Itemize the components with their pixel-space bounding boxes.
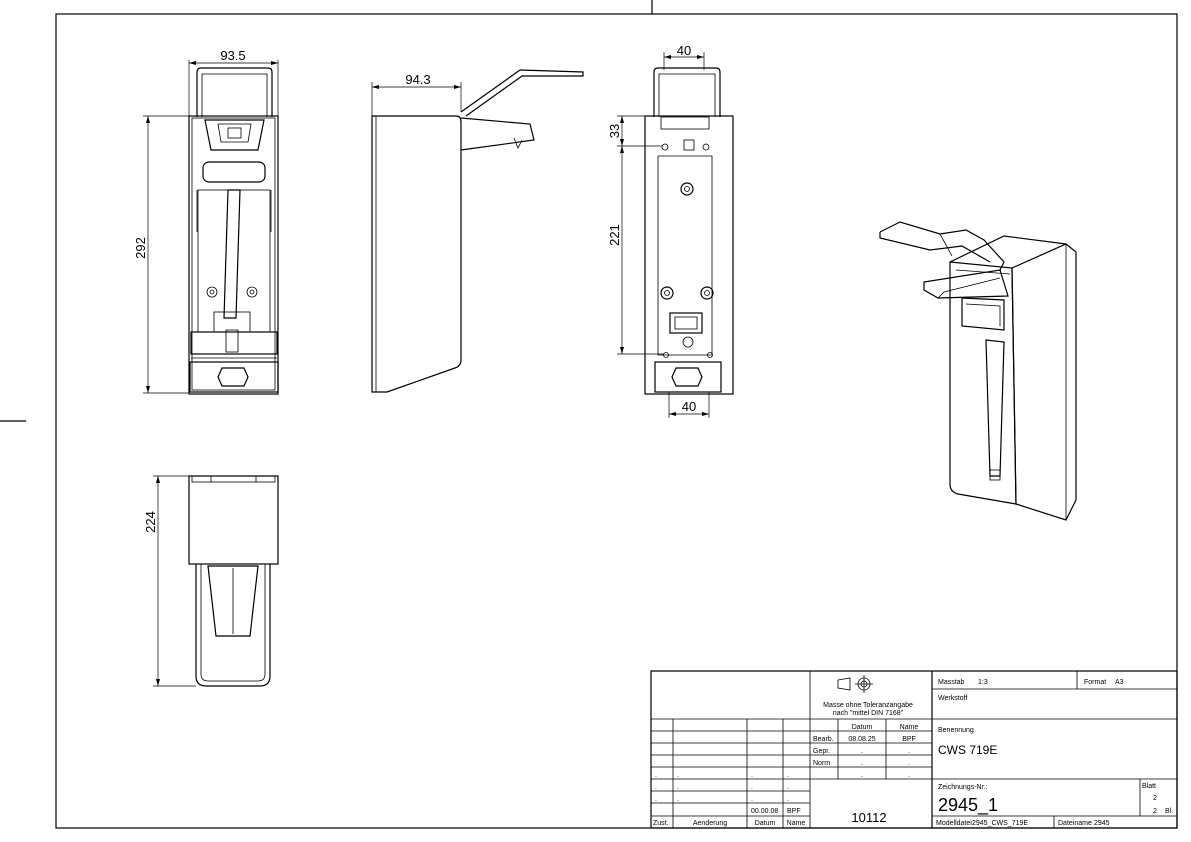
row-label-gepr: Gepr.: [813, 748, 830, 755]
isometric-view: [879, 221, 1077, 521]
rev-row-3-name: .: [787, 796, 789, 803]
werkstoff-label: Werkstoff: [938, 695, 967, 702]
back-offset-label: 33: [607, 124, 622, 138]
bottom-view: [188, 475, 279, 687]
bottom-depth-dimension: 224: [143, 475, 196, 687]
rev-row-2-name: .: [787, 784, 789, 791]
rev-date: 00.00.08: [751, 808, 778, 815]
front-view: [188, 67, 279, 395]
benennung-value: CWS 719E: [938, 743, 997, 757]
dateiname-label: Dateiname: [1058, 820, 1092, 827]
massstab-value: 1:3: [978, 679, 988, 686]
rev-row-3-zust: .: [655, 796, 657, 803]
back-top-width-dimension: 40: [663, 43, 705, 70]
zeichnungs-label: Zeichnungs-Nr.:: [938, 784, 987, 791]
rev-row-1-zust: .: [655, 772, 657, 779]
format-value: A3: [1115, 679, 1124, 686]
modelldatei-value: 2945_CWS_719E: [972, 820, 1028, 827]
norm-name: .: [908, 760, 910, 767]
front-width-dimension: 93.5: [188, 48, 279, 117]
title-block: Masse ohne Toleranzangabe nach "mittel D…: [650, 670, 1178, 829]
part-number: 10112: [851, 810, 886, 825]
blatt-value: 2: [1153, 795, 1157, 802]
row-label-bearb: Bearb.: [813, 736, 834, 743]
projection-symbol-icon: [837, 675, 873, 693]
format-label: Format: [1084, 679, 1106, 686]
front-width-label: 93.5: [220, 48, 245, 63]
rev-row-1-name: .: [787, 772, 789, 779]
back-view: [644, 67, 734, 395]
back-spacing-label: 221: [607, 224, 622, 246]
rev-row-3-datum: .: [751, 796, 753, 803]
footer-name: Name: [787, 820, 806, 827]
rev-row-1-datum: .: [751, 772, 753, 779]
rev-row-2-aenderung: .: [677, 784, 679, 791]
blank-date: .: [861, 772, 863, 779]
blatt-total: 2: [1153, 808, 1157, 815]
blatt-unit: Bl.: [1165, 808, 1173, 815]
tolerance-note-line-1: Masse ohne Toleranzangabe: [823, 702, 913, 709]
back-bottom-width-label: 40: [682, 399, 696, 414]
benennung-label: Benennung: [938, 727, 974, 734]
rev-row-2-zust: .: [655, 784, 657, 791]
bearb-date: 08.08.25: [848, 736, 875, 743]
dateiname-value: 2945: [1094, 820, 1110, 827]
footer-zust: Zust.: [653, 820, 669, 827]
back-offset-dimension: 33: [607, 115, 662, 147]
blatt-label: Blatt: [1142, 783, 1156, 790]
blank-name: .: [908, 772, 910, 779]
rev-row-1-aenderung: .: [677, 772, 679, 779]
back-top-width-label: 40: [677, 43, 691, 58]
footer-aenderung: Aenderung: [693, 820, 727, 827]
bottom-depth-label: 224: [143, 511, 158, 533]
norm-date: .: [861, 760, 863, 767]
rev-row-3-aenderung: .: [677, 796, 679, 803]
row-label-norm: Norm: [813, 760, 830, 767]
gepr-date: .: [861, 748, 863, 755]
side-view: [371, 69, 584, 393]
footer-datum: Datum: [755, 820, 776, 827]
side-depth-label: 94.3: [405, 72, 430, 87]
gepr-name: .: [908, 748, 910, 755]
sheet-border: [55, 13, 1178, 829]
rev-name: BPF: [787, 808, 801, 815]
modelldatei-label: Modelldatei: [936, 820, 972, 827]
front-height-dimension: 292: [133, 115, 189, 394]
side-depth-dimension: 94.3: [371, 72, 462, 116]
back-bottom-width-dimension: 40: [668, 392, 710, 418]
column-header-name: Name: [900, 724, 919, 731]
tolerance-note-line-2: nach "mittel DIN 7168": [833, 710, 904, 717]
massstab-label: Masstab: [938, 679, 965, 686]
back-spacing-dimension: 221: [607, 146, 664, 355]
rev-row-2-datum: .: [751, 784, 753, 791]
bearb-name: BPF: [902, 736, 916, 743]
column-header-datum: Datum: [852, 724, 873, 731]
zeichnungs-value: 2945_1: [938, 795, 998, 816]
front-height-label: 292: [133, 237, 148, 259]
